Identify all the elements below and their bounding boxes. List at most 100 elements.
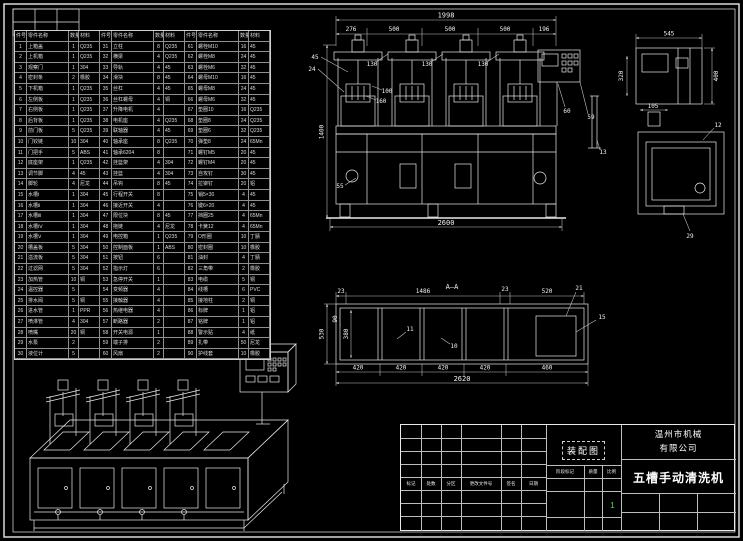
part-name-cell: 加热管 (27, 274, 69, 286)
part-cell: 件号 (100, 31, 112, 42)
part-cell: 86 (185, 306, 197, 318)
part-name-cell: 热继电器 (112, 306, 154, 318)
part-cell: 68 (185, 115, 197, 127)
tb-line (621, 425, 622, 531)
part-cell: 1 (69, 41, 79, 53)
tb-line (602, 465, 603, 531)
tb-label-zone: 分区 (446, 481, 456, 486)
part-cell: 13 (15, 168, 27, 180)
part-name-cell: 调节脚 (27, 168, 69, 180)
part-cell: 16 (239, 73, 249, 84)
part-cell: 57 (100, 317, 112, 328)
part-name-cell: 护线套 (197, 348, 239, 360)
part-cell: 5 (69, 126, 79, 137)
part-cell: 4 (154, 306, 164, 318)
part-cell: 50 (100, 242, 112, 254)
part-cell: 铝 (249, 179, 270, 190)
front-view (326, 34, 601, 219)
part-cell: 数量 (239, 31, 249, 42)
part-cell: 8 (15, 115, 27, 127)
part-name-cell: 滑块 (112, 73, 154, 84)
part-name-cell: 接地柱 (197, 295, 239, 307)
aa-dim-23a: 23 (337, 288, 345, 295)
part-name-cell: 挂篮 (112, 168, 154, 180)
part-cell: 10 (239, 348, 249, 360)
isometric-view (29, 343, 297, 531)
part-cell: 8 (154, 179, 164, 190)
aa-dim-23b: 23 (501, 286, 509, 293)
tb-label-change-doc: 更改文件号 (469, 481, 493, 486)
part-cell: Q235 (249, 105, 270, 116)
tb-line (621, 459, 736, 460)
fv-dim-height: 1400 (319, 124, 326, 139)
fv-dim-seg-3: 500 (500, 26, 511, 33)
part-name-cell: 接触器 (112, 295, 154, 307)
part-cell: Q235 (164, 41, 185, 53)
part-cell: 橡胶 (79, 73, 100, 84)
part-cell: 89 (185, 338, 197, 349)
part-name-cell: 扎带 (197, 338, 239, 349)
part-cell: 4 (154, 285, 164, 296)
tb-line (546, 491, 621, 492)
part-cell (164, 285, 185, 296)
part-cell: 304 (79, 211, 100, 222)
part-cell: 65Mn (249, 136, 270, 148)
tb-line (421, 425, 422, 531)
part-cell: Q235 (79, 83, 100, 95)
part-cell: 6 (154, 253, 164, 265)
aa-dim-b0: 420 (353, 365, 364, 372)
part-cell: 1 (154, 232, 164, 243)
part-name-cell: 排水阀 (27, 295, 69, 307)
part-cell: 2 (154, 348, 164, 360)
part-cell: 45 (249, 189, 270, 201)
part-cell (164, 147, 185, 159)
part-cell: 4 (154, 83, 164, 95)
part-cell: 45 (249, 73, 270, 84)
part-cell: 50 (239, 338, 249, 349)
part-cell: 10 (239, 232, 249, 243)
sheet-number: 1 (610, 501, 615, 510)
part-cell: 14 (15, 179, 27, 190)
part-cell (164, 253, 185, 265)
part-cell: 1 (69, 62, 79, 74)
part-cell: 45 (249, 147, 270, 159)
part-cell: 4 (239, 327, 249, 339)
part-cell: 304 (79, 189, 100, 201)
part-cell: 铜 (249, 274, 270, 286)
part-cell: 45 (100, 189, 112, 201)
part-name-cell: 后背板 (27, 115, 69, 127)
part-cell: 纸 (249, 327, 270, 339)
part-name-cell: 水槽Ⅲ (27, 211, 69, 222)
part-name-cell: 溢流板 (27, 253, 69, 265)
part-name-cell: 螺钉M5 (197, 147, 239, 159)
fv-label-13: 13 (599, 149, 607, 156)
tb-line (521, 425, 522, 531)
sv-label-12: 12 (714, 122, 722, 129)
part-name-cell: 上箱盖 (27, 41, 69, 53)
part-name-cell: 警示贴 (197, 327, 239, 339)
part-cell: 34 (100, 73, 112, 84)
tb-line (441, 425, 442, 531)
part-cell: 87 (185, 317, 197, 328)
part-cell: 73 (185, 168, 197, 180)
part-cell (164, 105, 185, 116)
part-cell: Q235 (249, 115, 270, 127)
aa-label-21: 21 (575, 285, 583, 292)
part-cell: 7 (15, 105, 27, 116)
part-cell: 1 (69, 83, 79, 95)
part-cell: 32 (239, 126, 249, 137)
part-cell: 24 (15, 285, 27, 296)
part-cell: 38 (100, 115, 112, 127)
part-name-cell: 水泵 (27, 338, 69, 349)
part-cell: 82 (185, 264, 197, 275)
part-name-cell: 联轴器 (112, 126, 154, 137)
